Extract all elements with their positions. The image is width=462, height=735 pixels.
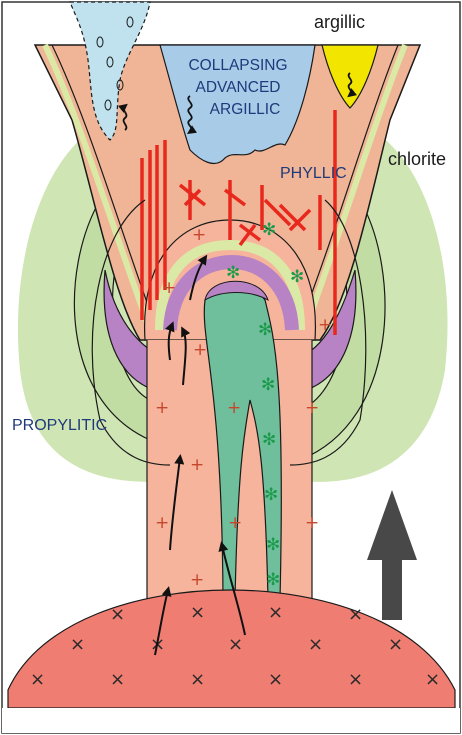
- svg-text:×: ×: [70, 634, 85, 655]
- svg-text:+: +: [305, 398, 319, 418]
- svg-text:✻: ✻: [262, 430, 276, 450]
- svg-text:×: ×: [110, 669, 125, 690]
- svg-text:×: ×: [308, 634, 323, 655]
- label-phyllic: PHYLLIC: [280, 165, 347, 182]
- svg-text:×: ×: [388, 634, 403, 655]
- svg-text:+: +: [227, 398, 241, 418]
- svg-text:×: ×: [110, 604, 125, 625]
- svg-text:+: +: [193, 340, 207, 360]
- svg-text:×: ×: [190, 602, 205, 623]
- label-argillic: argillic: [314, 12, 365, 32]
- svg-text:×: ×: [268, 669, 283, 690]
- label-chlorite: chlorite: [388, 149, 446, 169]
- svg-text:✻: ✻: [262, 220, 276, 240]
- svg-text:✻: ✻: [226, 263, 240, 283]
- svg-text:✻: ✻: [258, 320, 272, 340]
- label-collapsing-3: ARGILLIC: [210, 101, 281, 118]
- label-collapsing-2: ADVANCED: [196, 79, 281, 96]
- svg-text:+: +: [190, 570, 204, 590]
- svg-text:✻: ✻: [290, 267, 304, 287]
- label-collapsing-1: COLLAPSING: [188, 57, 287, 74]
- svg-text:×: ×: [425, 669, 440, 690]
- svg-text:×: ×: [348, 604, 363, 625]
- svg-text:+: +: [305, 513, 319, 533]
- svg-text:✻: ✻: [266, 570, 280, 590]
- svg-text:+: +: [162, 278, 176, 298]
- svg-text:✻: ✻: [264, 485, 278, 505]
- svg-text:×: ×: [190, 669, 205, 690]
- svg-text:✻: ✻: [261, 375, 275, 395]
- svg-text:×: ×: [268, 602, 283, 623]
- svg-text:×: ×: [228, 634, 243, 655]
- svg-text:+: +: [155, 513, 169, 533]
- svg-text:+: +: [190, 455, 204, 475]
- svg-text:+: +: [155, 398, 169, 418]
- svg-text:×: ×: [348, 669, 363, 690]
- svg-text:×: ×: [30, 669, 45, 690]
- svg-text:✻: ✻: [266, 535, 280, 555]
- basement-strip: [2, 708, 460, 733]
- svg-text:+: +: [318, 315, 332, 335]
- svg-text:+: +: [228, 513, 242, 533]
- svg-text:+: +: [192, 225, 206, 245]
- label-propylitic: PROPYLITIC: [12, 417, 107, 434]
